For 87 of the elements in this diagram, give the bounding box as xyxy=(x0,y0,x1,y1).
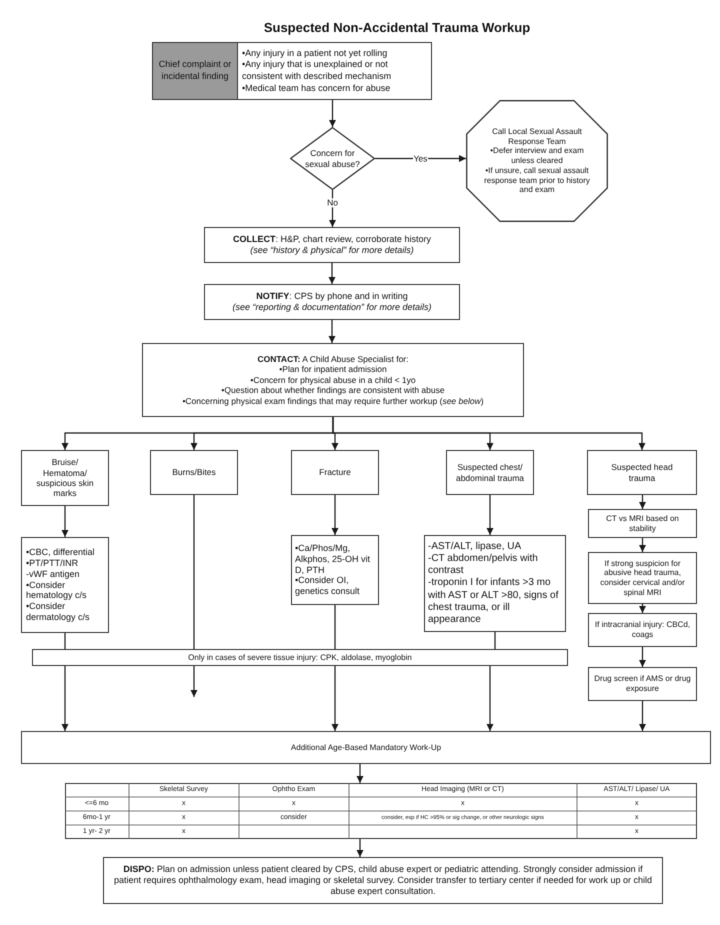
box-text: Call Local Sexual Assault Response Team xyxy=(491,126,583,146)
process-box xyxy=(291,450,379,495)
data-table xyxy=(65,783,697,839)
arrow xyxy=(486,495,494,535)
process-box xyxy=(204,227,460,263)
bullet-text: •Ca/Phos/Mg, Alkphos, 25-OH vit D, PTH xyxy=(295,542,371,576)
arrow xyxy=(639,647,646,667)
process-box xyxy=(588,509,697,538)
process-box xyxy=(142,343,524,417)
process-box xyxy=(150,450,238,495)
box-text: Concern for sexual abuse? xyxy=(305,148,360,169)
process-box xyxy=(21,731,711,764)
bullet-text: •CBC, differential xyxy=(26,546,95,558)
bullet-text: -CT abdomen/pelvis with contrast xyxy=(428,553,539,578)
box-text: Only in cases of severe tissue injury: CPK, aldolase, myoglobin xyxy=(188,652,412,662)
bullet-text: •Any injury in a patient not yet rolling xyxy=(242,48,388,60)
decision-diamond xyxy=(290,127,375,190)
bullet-text: •Consider OI, genetics consult xyxy=(295,575,361,598)
connector-line xyxy=(494,632,496,649)
process-box xyxy=(588,613,697,647)
box-text: (see “reporting & documentation” for more details) xyxy=(232,302,432,313)
edge-label: No xyxy=(326,198,339,208)
note-band xyxy=(32,649,568,666)
box-text: •Concerning physical exam findings that may require further workup (see below) xyxy=(182,396,484,406)
arrow xyxy=(356,839,364,857)
arrow xyxy=(375,155,466,162)
bullet-text: •Consider dermatology c/s xyxy=(26,601,91,624)
box-text: DISPO: Plan on admission unless patient cleared by CPS, child abuse expert or pediatric attending. Strongly consider admission if patient requires ophthalmology exam, head imaging or skeletal survey. Consider transfer to tertiary center if needed for work up or child abuse expert consultation. xyxy=(112,864,654,897)
arrow xyxy=(639,701,646,731)
arrow xyxy=(62,506,68,537)
arrow xyxy=(62,666,68,731)
arrow xyxy=(639,495,646,509)
bullet-text: -troponin I for infants >3 mo with AST or ALT >80, signs of chest trauma, or ill appearance xyxy=(428,577,560,626)
box-text: NOTIFY: CPS by phone and in writing xyxy=(256,291,408,302)
process-box xyxy=(21,450,109,506)
bullet-text: •Any injury that is unexplained or not consistent with described mechanism xyxy=(242,59,392,83)
connector-line xyxy=(334,605,336,649)
process-box xyxy=(424,535,566,632)
box-text: •Concern for physical abuse in a child < 1yo xyxy=(250,374,416,386)
box-text: If intracranial injury: CBCd, coags xyxy=(594,620,692,640)
box-text: •If unsure, call sexual assault response team prior to history and exam xyxy=(483,166,591,196)
arrow xyxy=(486,666,494,731)
box-text: Drug screen if AMS or drug exposure xyxy=(593,674,692,694)
box-text: Suspected head trauma xyxy=(610,462,674,483)
process-box xyxy=(103,857,663,904)
process-box xyxy=(588,667,697,701)
arrow xyxy=(332,495,338,535)
box-text: Bruise/ Hematoma/ suspicious skin marks xyxy=(35,457,95,499)
arrow xyxy=(328,320,336,343)
arrow xyxy=(329,100,336,127)
bullet-text: •PT/PTT/INR xyxy=(26,558,78,569)
arrow xyxy=(639,604,646,613)
arrow xyxy=(356,764,364,783)
arrow xyxy=(332,666,338,731)
bullet-text: -AST/ALT, lipase, UA xyxy=(428,540,522,554)
stop-octagon xyxy=(466,100,608,222)
box-text: •Question about whether findings are consistent with abuse xyxy=(221,385,445,396)
arrow xyxy=(332,417,646,450)
arrow xyxy=(639,538,646,552)
box-text: CONTACT: A Child Abuse Specialist for: xyxy=(257,354,408,364)
bullet-text: -vWF antigen xyxy=(26,568,80,580)
connector-line xyxy=(193,495,195,649)
header-label: Chief complaint or incidental finding xyxy=(153,43,238,99)
bullet-text: •Medical team has concern for abuse xyxy=(242,82,390,94)
box-text: COLLECT: H&P, chart review, corroborate history xyxy=(233,234,431,245)
box-text: (see “history & physical” for more details) xyxy=(250,245,414,256)
process-box xyxy=(21,537,109,633)
box-text: CT vs MRI based on stability xyxy=(605,514,680,534)
edge-label: Yes xyxy=(412,154,428,164)
process-box xyxy=(588,552,697,604)
process-box xyxy=(204,284,460,320)
diagram-title: Suspected Non-Accidental Trauma Workup xyxy=(264,20,530,35)
box-text: Burns/Bites xyxy=(172,467,216,478)
process-box xyxy=(587,450,697,495)
box-text: Suspected chest/ abdominal trauma xyxy=(454,462,526,483)
box-text: If strong suspicion for abusive head trauma, consider cervical and/or spinal MRI xyxy=(599,558,686,598)
process-box xyxy=(291,535,379,605)
process-box xyxy=(152,42,432,100)
box-text: Fracture xyxy=(319,467,351,478)
arrow xyxy=(190,666,198,697)
box-text: •Defer interview and exam unless cleared xyxy=(489,146,585,166)
bullet-text: •Consider hematology c/s xyxy=(26,580,88,602)
box-text: Additional Age-Based Mandatory Work-Up xyxy=(290,742,442,752)
arrow xyxy=(328,263,336,284)
process-box xyxy=(446,450,534,495)
connector-line xyxy=(64,633,66,649)
box-text: •Plan for inpatient admission xyxy=(279,364,387,375)
